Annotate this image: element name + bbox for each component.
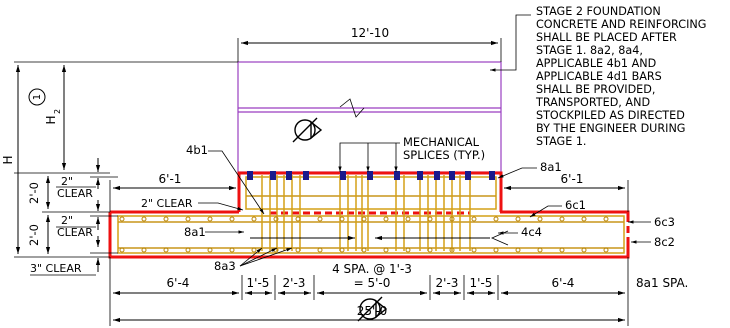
seg-2-3-left: 2'-3	[283, 276, 306, 290]
note-line: TRANSPORTED, AND	[535, 96, 650, 109]
bar-6c1-label: 6c1	[565, 198, 586, 212]
width-top-label: 12'-10	[351, 26, 389, 40]
two-zero-top: 2'-0	[27, 182, 41, 204]
spacing-line2: = 5'-0	[354, 276, 391, 290]
clear-2-top-word: CLEAR	[57, 187, 93, 200]
bar-8a3-label: 8a3	[214, 259, 236, 273]
circle-1-icon	[28, 88, 46, 106]
mech-splices-line2: SPLICES (TYP.)	[403, 148, 485, 162]
centerline-symbol-icon	[292, 117, 323, 143]
note-line: CONCRETE AND REINFORCING	[536, 18, 706, 31]
circle-1-label: 1	[32, 94, 43, 100]
six-one-right: 6'-1	[561, 172, 584, 186]
bar-8a1-left: 8a1	[184, 225, 206, 239]
footing-outline	[108, 171, 630, 259]
mechanical-splices	[247, 171, 495, 180]
spacing-line1: 4 SPA. @ 1'-3	[332, 262, 412, 276]
bar-6c3-label: 6c3	[654, 215, 675, 229]
centerline-symbol-icon	[357, 296, 388, 322]
bar-4b1-label: 4b1	[186, 143, 208, 157]
note-line: SHALL BE PLACED AFTER	[536, 31, 677, 44]
bar-8a1-top: 8a1	[540, 160, 562, 174]
clear-2-mid-word: CLEAR	[57, 226, 93, 239]
clear-2-mid-num: 2"	[61, 214, 73, 227]
mech-splices-line1: MECHANICAL	[403, 135, 480, 149]
note-line: APPLICABLE 4b1 AND	[536, 57, 656, 70]
note-line: STAGE 1.	[536, 135, 587, 148]
seg-6-4-left: 6'-4	[167, 276, 190, 290]
seg-1-5-left: 1'-5	[247, 276, 270, 290]
six-one-left: 6'-1	[159, 172, 182, 186]
two-zero-bottom: 2'-0	[27, 224, 41, 246]
stage2-note: STAGE 2 FOUNDATION CONCRETE AND REINFORC…	[535, 5, 706, 148]
h2-label: H	[44, 115, 58, 124]
h2-subscript: 2	[53, 109, 62, 114]
dim-left: H 1 H 2 2'-0 2'-0	[1, 61, 238, 272]
clear-2-inner: 2" CLEAR	[141, 197, 193, 210]
note-line: STAGE 1. 8a2, 8a4,	[536, 44, 643, 57]
seg-2-3-right: 2'-3	[436, 276, 459, 290]
bottom-dims	[109, 257, 629, 326]
note-line: SHALL BE PROVIDED,	[536, 83, 655, 96]
dim-top: 12'-10	[237, 26, 502, 62]
note-line: STAGE 2 FOUNDATION	[536, 5, 661, 18]
seg-6-4-right: 6'-4	[552, 276, 575, 290]
note-line: APPLICABLE 4d1 BARS	[536, 70, 662, 83]
spa-label: 8a1 SPA.	[636, 276, 688, 290]
note-line: STOCKPILED AS DIRECTED	[536, 109, 685, 122]
note-line: BY THE ENGINEER DURING	[536, 122, 685, 135]
bar-4c4-label: 4c4	[521, 225, 542, 239]
clear-2-top-num: 2"	[61, 175, 73, 188]
bar-8c2-label: 8c2	[654, 235, 675, 249]
seg-1-5-right: 1'-5	[470, 276, 493, 290]
clear-3-label: 3" CLEAR	[30, 262, 82, 275]
h-total-label: H	[1, 155, 15, 164]
